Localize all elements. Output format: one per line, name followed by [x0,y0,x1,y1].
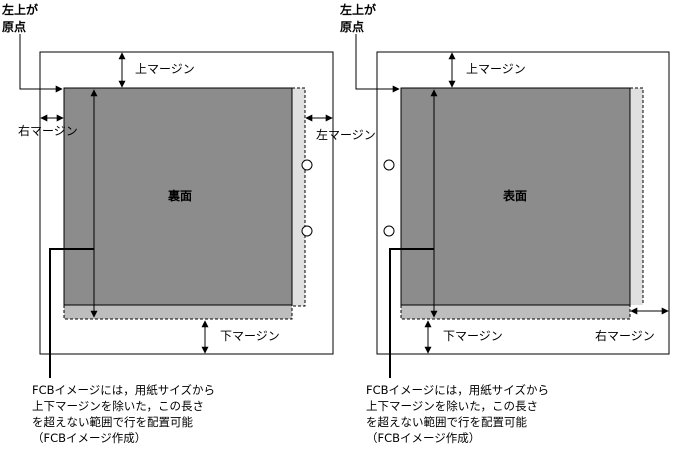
right-top-margin-label: 上マージン [466,62,526,76]
right-origin-pointer [355,34,400,93]
right-face-area [400,87,631,306]
right-bottom-strip [401,305,630,319]
left-caption-leader [49,248,94,378]
right-side-margin-label: 右マージン [595,328,655,343]
right-face-label: 表面 [502,188,527,203]
right-origin-label-line1: 左上が [339,2,376,17]
right-caption-line3: を超えない範囲で行を配置可能 [366,415,527,429]
left-bottom-strip [64,305,292,319]
left-caption-line1: FCBイメージには，用紙サイズから [32,383,215,397]
left-punch-hole-lower [301,225,313,237]
right-caption-line4: （FCBイメージ作成） [366,431,480,445]
right-bottom-dashed-edge [400,305,631,320]
right-punch-hole-lower [383,225,395,237]
left-side-margin-left-label: 右マージン [18,123,78,138]
left-diagram: 左上が 原点 上マージン 右マージン 左マージン 裏面 下マージン FCBイメー… [1,2,376,445]
left-origin-label-line2: 原点 [2,19,26,34]
left-origin-label-line1: 左上が [1,2,38,17]
right-bottom-margin-label: 下マージン [443,329,503,343]
left-punch-hole-upper [301,159,313,171]
left-right-strip [292,88,305,306]
left-caption-line4: （FCBイメージ作成） [32,431,146,445]
left-face-area [63,87,293,306]
left-bottom-dashed-edge [63,305,293,320]
left-caption-line2: 上下マージンを除いた，この長さ [32,399,204,413]
right-caption-line2: 上下マージンを除いた，この長さ [366,399,538,413]
left-side-margin-right-label: 左マージン [316,127,376,142]
right-right-dashed-edge [630,87,644,305]
left-face-label: 裏面 [167,188,192,203]
right-caption-line1: FCBイメージには，用紙サイズから [366,383,549,397]
right-caption-leader [389,248,434,378]
right-right-strip [630,88,643,305]
right-punch-hole-upper [383,159,395,171]
left-top-margin-label: 上マージン [135,62,195,76]
left-right-dashed-edge [292,87,306,307]
left-caption-line3: を超えない範囲で行を配置可能 [32,415,193,429]
right-diagram: 左上が 原点 上マージン 表面 下マージン 右マージン FCBイメージには，用紙… [339,2,670,445]
left-bottom-margin-label: 下マージン [220,329,280,343]
left-origin-pointer [19,34,63,93]
right-origin-label-line2: 原点 [340,19,364,34]
